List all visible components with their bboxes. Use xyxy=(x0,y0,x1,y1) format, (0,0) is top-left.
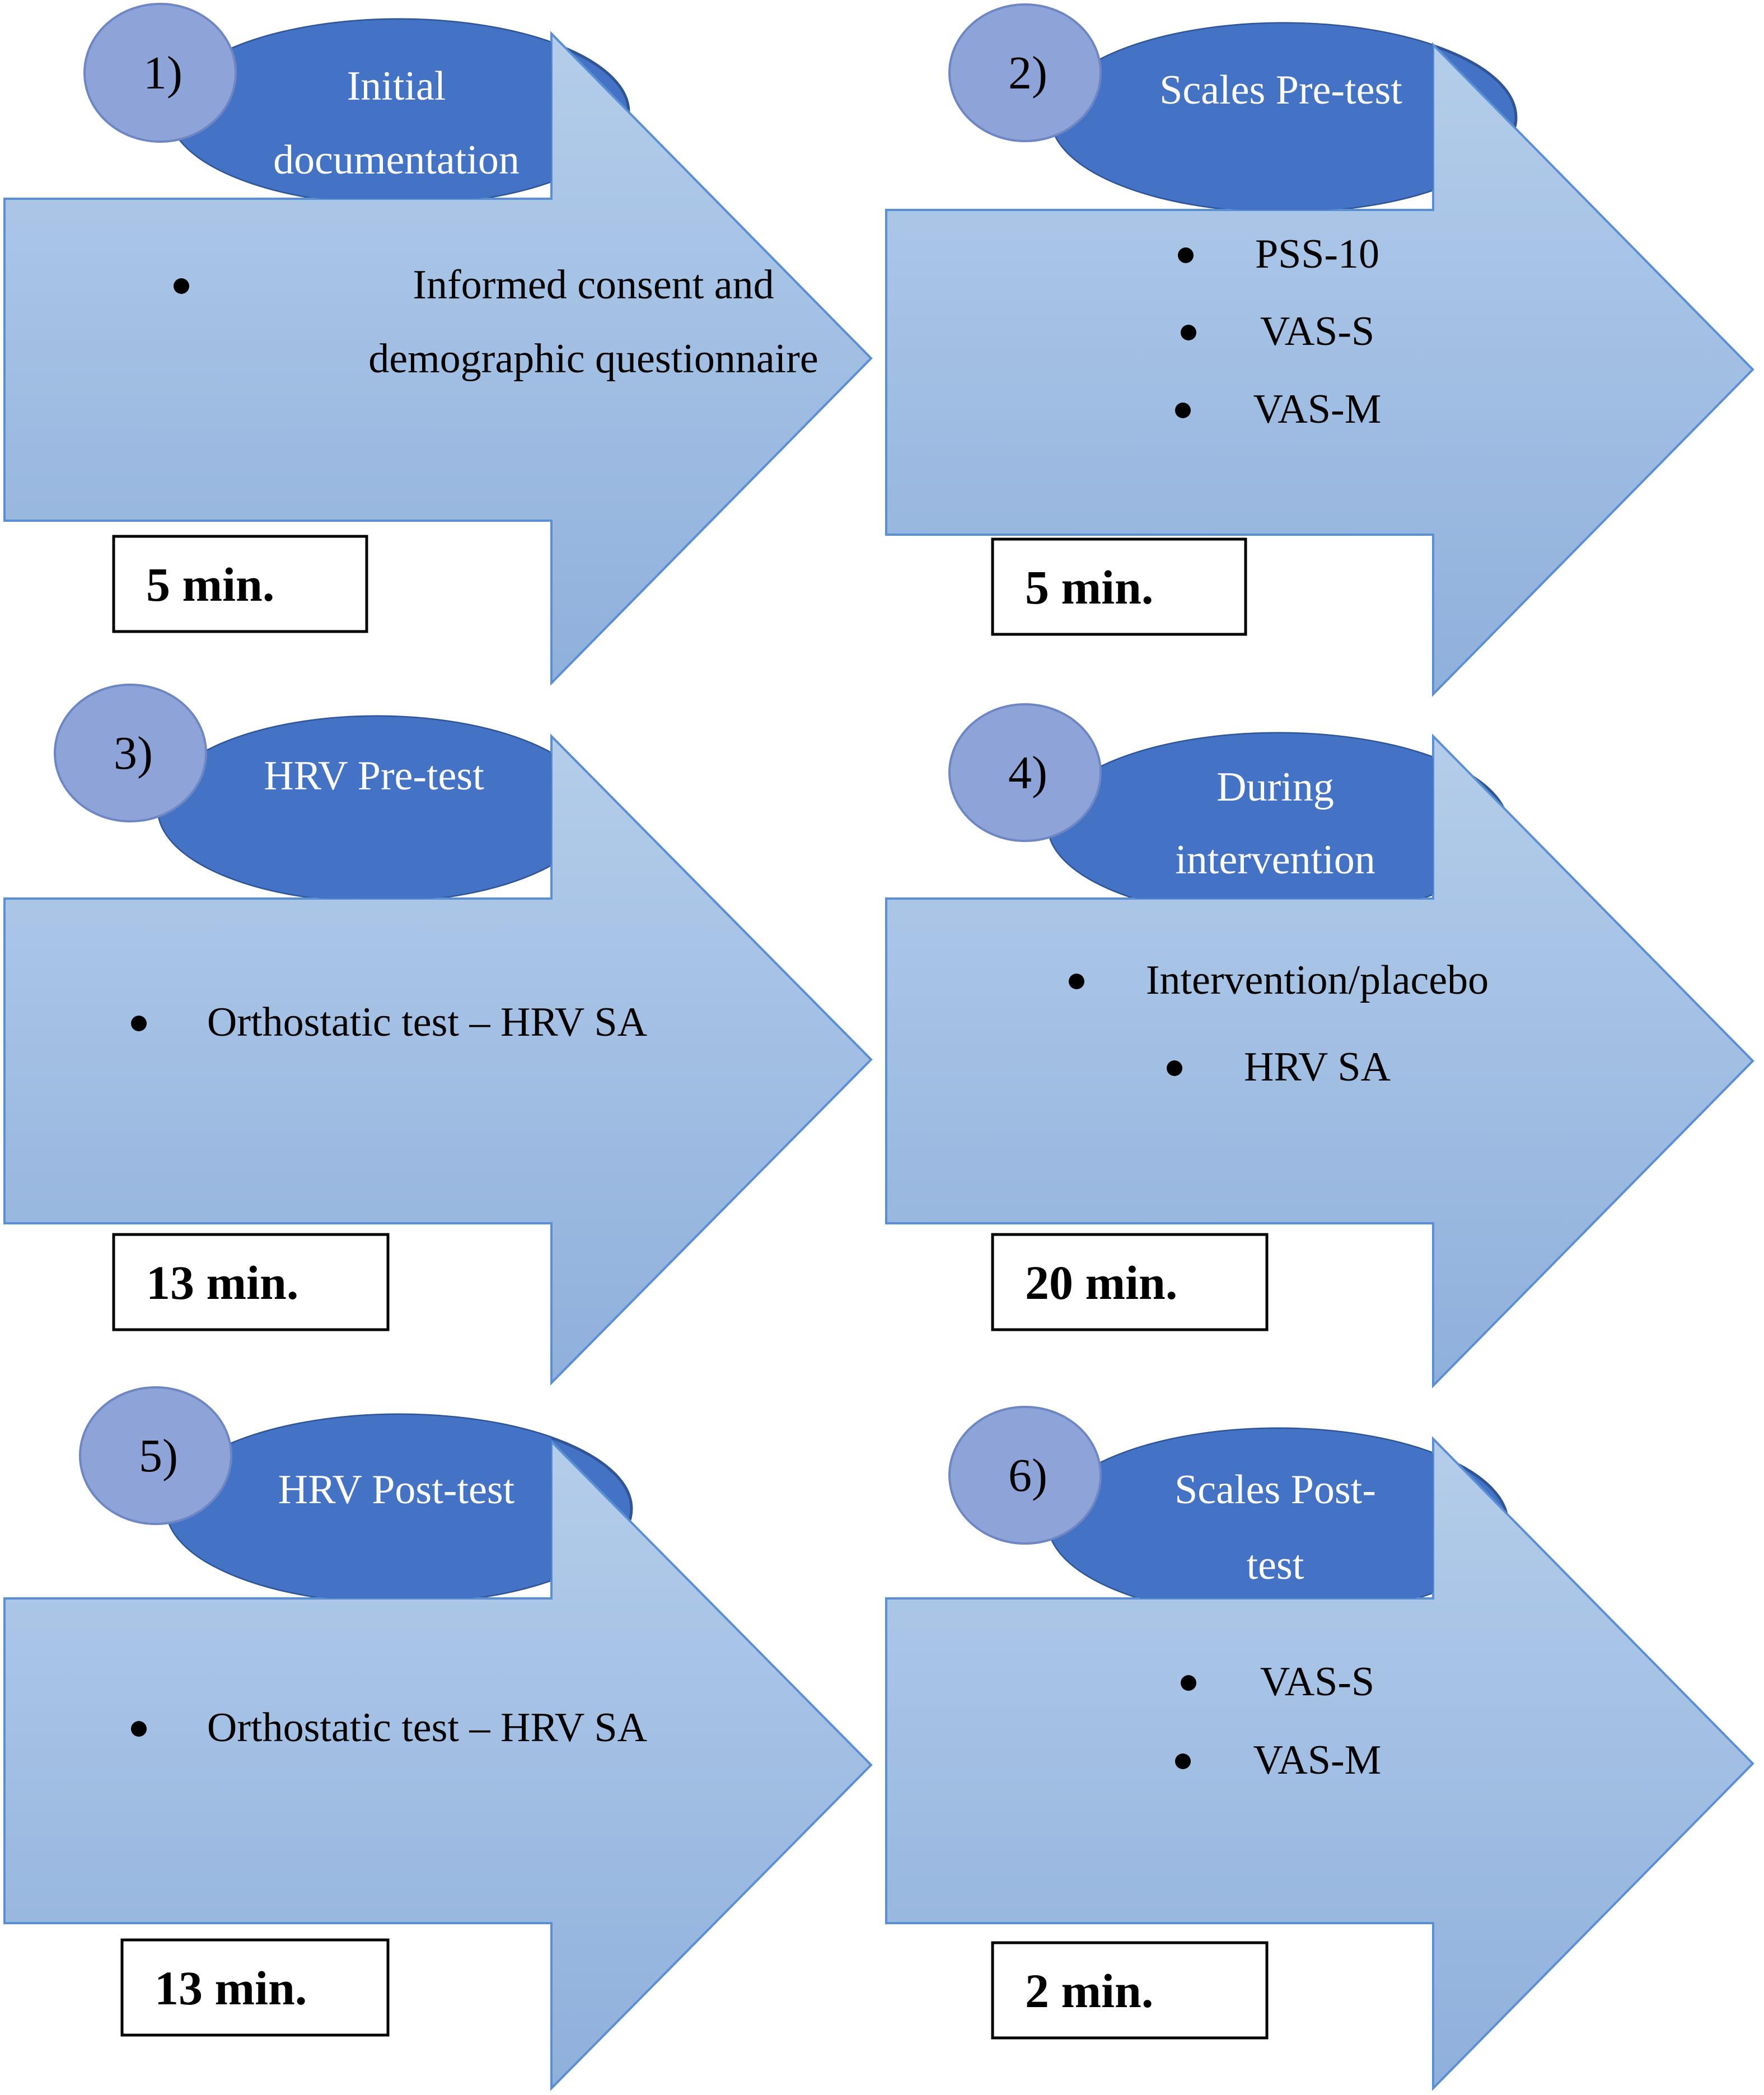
step-4-title-line: During xyxy=(1216,764,1334,810)
step-3-bullet-text: Orthostatic test – HRV SA xyxy=(207,999,647,1045)
step-6-duration: 2 min. xyxy=(1025,1964,1153,2018)
step-1-title-line: documentation xyxy=(273,137,520,183)
step-4-bullet-text: Intervention/placebo xyxy=(1146,957,1489,1003)
step-4-bullet-dot xyxy=(1167,1060,1182,1076)
step-2-title-fill xyxy=(1051,24,1433,210)
step-2-number-badge xyxy=(948,3,1102,142)
step-5-duration-box xyxy=(120,1938,390,2037)
step-2-title-line: Scales Pre-test xyxy=(1159,67,1402,113)
step-4-duration-box xyxy=(991,1233,1269,1331)
step-2-bullet-dot xyxy=(1175,403,1191,418)
step-3-title-fill xyxy=(158,717,551,899)
step-4-title-line: intervention xyxy=(1175,837,1375,883)
step-1-title-fill xyxy=(170,20,551,199)
step-6-number-badge xyxy=(948,1406,1102,1545)
step-2-duration: 5 min. xyxy=(1025,560,1153,614)
step-5-number: 5) xyxy=(139,1430,178,1482)
step-2-bullet-text: VAS-M xyxy=(1253,386,1382,432)
step-6-title-line: Scales Post- xyxy=(1175,1467,1376,1513)
step-4-bullet-dot xyxy=(1069,974,1084,989)
step-6-bullet-dot xyxy=(1175,1753,1191,1769)
step-4-number-badge xyxy=(948,703,1102,842)
step-1-duration-box xyxy=(112,535,368,633)
step-4-bullet-text: HRV SA xyxy=(1244,1044,1391,1090)
step-3-duration: 13 min. xyxy=(146,1256,298,1310)
step-5-number-badge xyxy=(79,1386,232,1525)
step-5-title-fill xyxy=(167,1415,551,1598)
step-6-bullet-text: VAS-S xyxy=(1260,1659,1374,1705)
step-1-bullet-dot xyxy=(174,278,189,294)
step-1-number: 1) xyxy=(143,47,183,99)
step-2-bullet-text: VAS-S xyxy=(1260,308,1374,354)
step-6-bullet-text: VAS-M xyxy=(1253,1737,1382,1783)
step-3-duration-box xyxy=(112,1233,390,1331)
step-2-duration-box xyxy=(991,537,1247,636)
step-6-title-line: test xyxy=(1247,1542,1304,1588)
step-4-title-fill xyxy=(1049,733,1433,899)
step-2-bullet-dot xyxy=(1178,247,1194,263)
step-3-arrow xyxy=(3,733,873,1386)
step-2-bullet-text: PSS-10 xyxy=(1255,231,1379,277)
step-4-number: 4) xyxy=(1008,747,1047,799)
step-4: 4) During interventionIntervention/placebo… xyxy=(885,703,1754,1388)
step-6-bullet-dot xyxy=(1181,1675,1196,1691)
step-5-bullet-dot xyxy=(131,1721,147,1737)
step-1-bullet-text: demographic questionnaire xyxy=(368,336,818,382)
step-3-bullet-dot xyxy=(131,1016,147,1031)
step-1-duration: 5 min. xyxy=(146,558,274,611)
step-2-bullet-dot xyxy=(1181,325,1196,340)
step-4-duration: 20 min. xyxy=(1025,1256,1177,1310)
step-3-number-badge xyxy=(54,684,207,822)
step-2-number: 2) xyxy=(1008,47,1047,99)
step-3-number: 3) xyxy=(114,727,153,779)
step-5-title-line: HRV Post-test xyxy=(278,1467,515,1513)
step-1-title-line: Initial xyxy=(347,63,446,109)
step-5-duration: 13 min. xyxy=(155,1961,307,2015)
step-5-bullet-text: Orthostatic test – HRV SA xyxy=(207,1705,647,1751)
step-6-title-fill xyxy=(1049,1429,1433,1598)
step-3-title-line: HRV Pre-test xyxy=(264,753,484,799)
step-6-number: 6) xyxy=(1008,1449,1047,1502)
step-1-bullet-text: Informed consent and xyxy=(413,262,774,308)
step-6-duration-box xyxy=(991,1941,1269,2040)
step-1-number-badge xyxy=(83,3,237,143)
